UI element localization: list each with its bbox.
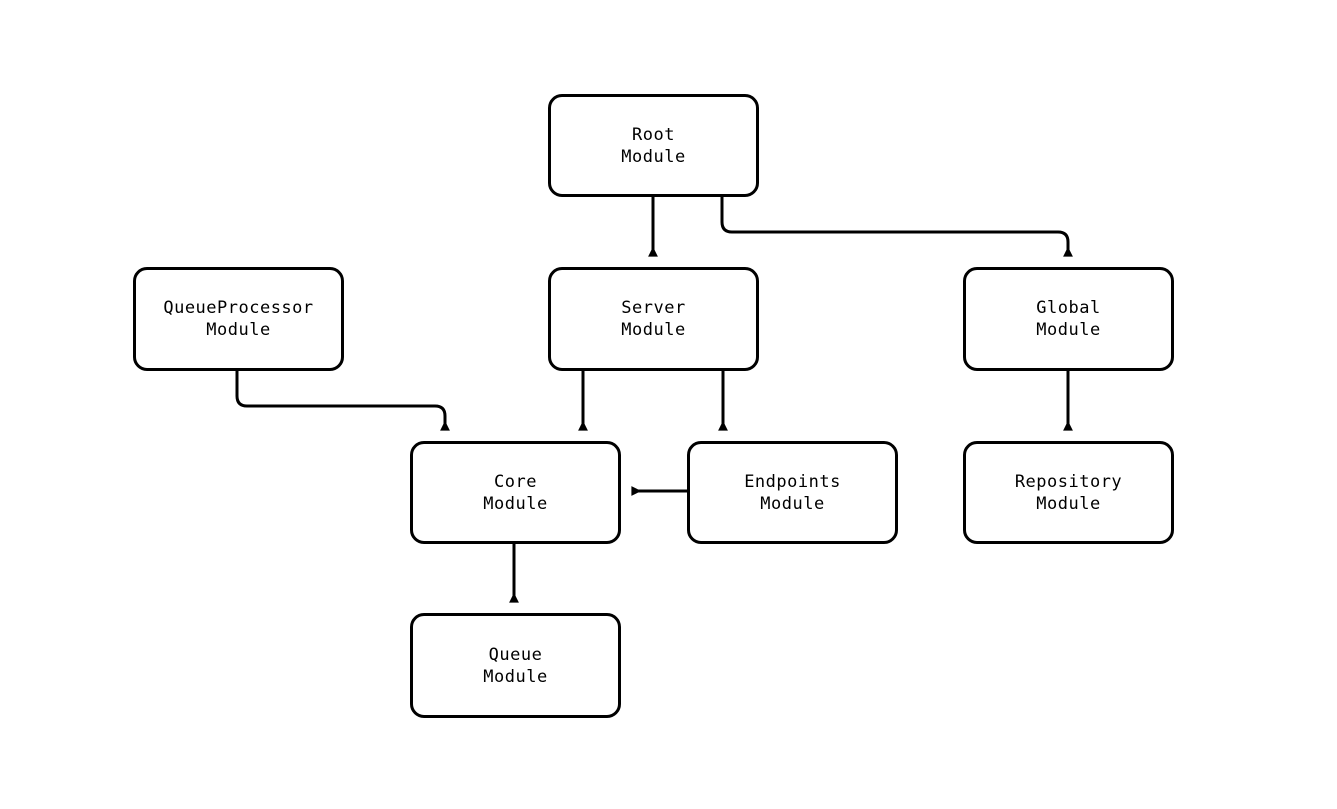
node-server-module-line1: Server bbox=[621, 298, 686, 318]
node-core-module-line2: Module bbox=[483, 493, 548, 514]
edge-root-to-global bbox=[720, 197, 1073, 257]
node-core-module-line1: Core bbox=[494, 471, 537, 492]
node-repository-module-line1: Repository bbox=[1014, 471, 1123, 492]
node-global-module-line1: Global bbox=[1036, 298, 1101, 318]
node-queue-module-line2: Module bbox=[483, 666, 548, 687]
edge-queueprocessor-to-core bbox=[235, 371, 450, 431]
node-queueprocessor-module-line1: QueueProcessor bbox=[163, 298, 314, 318]
node-queue-module-line1: Queue bbox=[488, 644, 543, 665]
node-endpoints-module[interactable]: Endpoints Module bbox=[687, 441, 898, 544]
node-server-module-line2: Module bbox=[621, 320, 686, 340]
node-root-module-line1: Root bbox=[632, 124, 675, 145]
node-core-module[interactable]: Core Module bbox=[410, 441, 621, 544]
node-global-module-line2: Module bbox=[1036, 320, 1101, 340]
node-server-module[interactable]: Server Module bbox=[548, 267, 759, 371]
node-endpoints-module-line1: Endpoints bbox=[744, 471, 841, 492]
node-queueprocessor-module-line2: Module bbox=[206, 320, 271, 340]
node-repository-module[interactable]: Repository Module bbox=[963, 441, 1174, 544]
node-root-module-line2: Module bbox=[621, 146, 686, 167]
node-endpoints-module-line2: Module bbox=[760, 493, 825, 514]
node-repository-module-line2: Module bbox=[1036, 493, 1101, 514]
node-global-module[interactable]: Global Module bbox=[963, 267, 1174, 371]
node-queueprocessor-module[interactable]: QueueProcessor Module bbox=[133, 267, 344, 371]
node-root-module[interactable]: Root Module bbox=[548, 94, 759, 197]
node-queue-module[interactable]: Queue Module bbox=[410, 613, 621, 718]
